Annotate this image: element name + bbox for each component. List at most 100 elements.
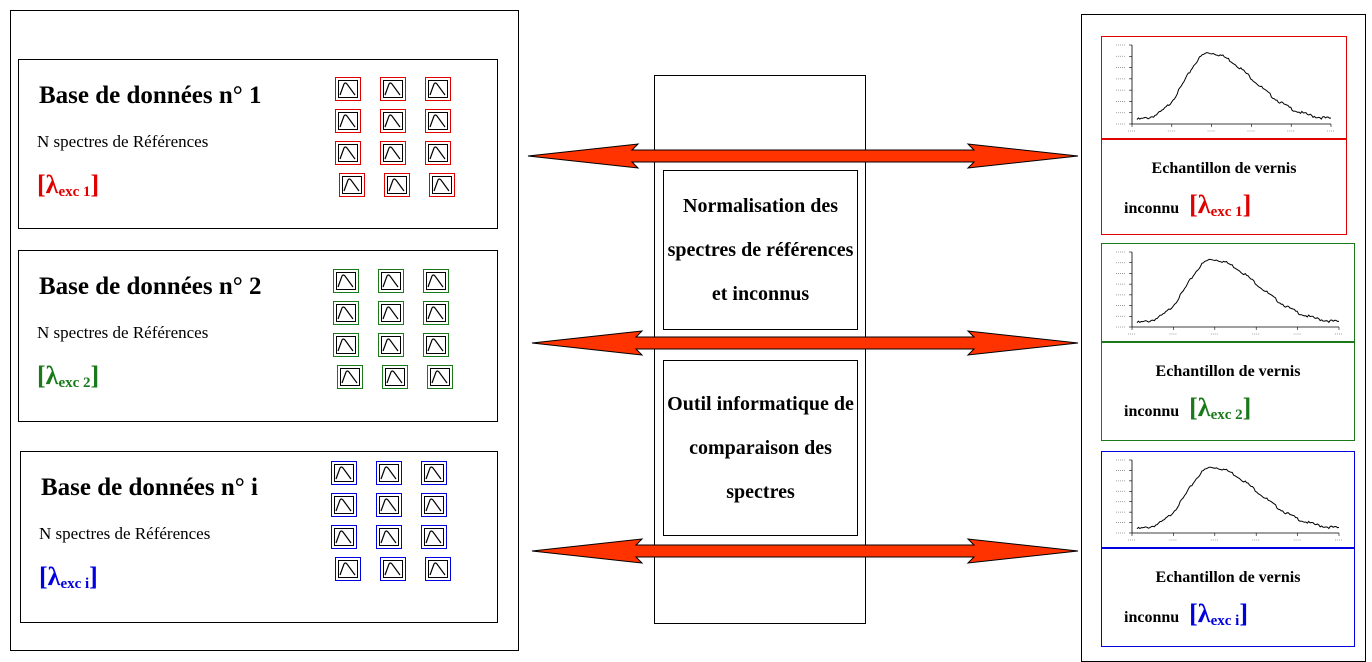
mini-spectrum-icon bbox=[380, 498, 397, 512]
mini-spectrum-icon bbox=[431, 370, 448, 384]
sample-box-i: Echantillon de vernis inconnu[λexc i] bbox=[1101, 548, 1355, 647]
sample-spectrum-chart-i bbox=[1101, 451, 1355, 548]
spectrum-thumbnail bbox=[331, 493, 357, 517]
mini-spectrum-icon bbox=[433, 178, 450, 192]
spectrum-plot bbox=[1116, 44, 1335, 132]
sample-unknown-label: inconnu[λexc 1] bbox=[1124, 190, 1252, 220]
spectrum-thumbnail bbox=[380, 109, 406, 133]
mini-spectrum-icon bbox=[427, 274, 444, 288]
spectrum-thumbnail bbox=[337, 365, 363, 389]
database-box-2: Base de données n° 2 N spectres de Référ… bbox=[18, 250, 498, 422]
lambda-label: [λexc 2] bbox=[37, 361, 100, 391]
spectrum-plot bbox=[1116, 251, 1343, 335]
mini-spectrum-icon bbox=[337, 274, 354, 288]
mini-spectrum-icon bbox=[427, 306, 444, 320]
database-subtitle: N spectres de Références bbox=[39, 524, 211, 543]
sample-label: Echantillon de vernis bbox=[1155, 569, 1301, 586]
spectrum-thumbnail bbox=[378, 269, 404, 293]
mini-spectrum-icon bbox=[384, 114, 401, 128]
spectrum-thumbnail bbox=[335, 557, 361, 581]
spectrum-thumbnail bbox=[339, 173, 365, 197]
mini-spectrum-icon bbox=[427, 338, 444, 352]
spectra-thumbnail-grid bbox=[333, 269, 463, 399]
mini-spectrum-icon bbox=[339, 562, 356, 576]
mini-spectrum-icon bbox=[429, 146, 446, 160]
sample-label: Echantillon de vernis bbox=[1155, 363, 1301, 380]
spectrum-thumbnail bbox=[331, 461, 357, 485]
spectrum-thumbnail bbox=[376, 525, 402, 549]
spectrum-thumbnail bbox=[421, 493, 447, 517]
spectrum-thumbnail bbox=[425, 109, 451, 133]
lambda-label: [λexc 2] bbox=[1189, 393, 1252, 423]
spectrum-thumbnail bbox=[423, 333, 449, 357]
mini-spectrum-icon bbox=[339, 146, 356, 160]
spectrum-thumbnail bbox=[378, 333, 404, 357]
mini-spectrum-icon bbox=[339, 114, 356, 128]
mini-spectrum-icon bbox=[429, 114, 446, 128]
spectrum-curve bbox=[1136, 466, 1340, 530]
normalisation-line2: spectres de références bbox=[667, 239, 854, 261]
mini-spectrum-icon bbox=[337, 306, 354, 320]
spectrum-thumbnail bbox=[425, 141, 451, 165]
mini-spectrum-icon bbox=[380, 466, 397, 480]
mini-spectrum-icon bbox=[335, 498, 352, 512]
mini-spectrum-icon bbox=[337, 338, 354, 352]
database-title: Base de données n° 2 bbox=[39, 273, 262, 300]
mini-spectrum-icon bbox=[425, 498, 442, 512]
normalisation-box: Normalisation des spectres de références… bbox=[663, 170, 858, 330]
spectrum-thumbnail bbox=[331, 525, 357, 549]
spectrum-thumbnail bbox=[425, 557, 451, 581]
mini-spectrum-icon bbox=[386, 370, 403, 384]
database-subtitle: N spectres de Références bbox=[37, 132, 209, 151]
left-frame bbox=[10, 10, 519, 651]
mini-spectrum-icon bbox=[335, 530, 352, 544]
mini-spectrum-icon bbox=[341, 370, 358, 384]
mini-spectrum-icon bbox=[384, 562, 401, 576]
mini-spectrum-icon bbox=[380, 530, 397, 544]
mini-spectrum-icon bbox=[382, 338, 399, 352]
normalisation-line1: Normalisation des bbox=[683, 195, 838, 217]
sample-spectrum-chart-1 bbox=[1101, 36, 1347, 139]
spectrum-thumbnail bbox=[423, 301, 449, 325]
spectrum-thumbnail bbox=[429, 173, 455, 197]
mini-spectrum-icon bbox=[425, 530, 442, 544]
spectrum-thumbnail bbox=[427, 365, 453, 389]
lambda-label: [λexc i] bbox=[1189, 599, 1248, 629]
mini-spectrum-icon bbox=[388, 178, 405, 192]
spectrum-thumbnail bbox=[333, 269, 359, 293]
spectrum-thumbnail bbox=[382, 365, 408, 389]
lambda-label: [λexc 1] bbox=[37, 170, 100, 200]
mini-spectrum-icon bbox=[425, 466, 442, 480]
spectrum-thumbnail bbox=[421, 525, 447, 549]
database-subtitle: N spectres de Références bbox=[37, 323, 209, 342]
spectrum-thumbnail bbox=[376, 493, 402, 517]
spectrum-thumbnail bbox=[380, 77, 406, 101]
sample-unknown-label: inconnu[λexc 2] bbox=[1124, 393, 1252, 423]
comparison-line1: Outil informatique de bbox=[667, 393, 854, 415]
database-box-i: Base de données n° i N spectres de Référ… bbox=[20, 451, 498, 623]
spectrum-thumbnail bbox=[335, 77, 361, 101]
mini-spectrum-icon bbox=[343, 178, 360, 192]
spectrum-thumbnail bbox=[376, 461, 402, 485]
normalisation-line3: et inconnus bbox=[711, 283, 810, 305]
mini-spectrum-icon bbox=[339, 82, 356, 96]
mini-spectrum-icon bbox=[335, 466, 352, 480]
mini-spectrum-icon bbox=[382, 274, 399, 288]
spectra-thumbnail-grid bbox=[331, 461, 461, 591]
lambda-label: [λexc 1] bbox=[1189, 190, 1252, 220]
spectrum-thumbnail bbox=[421, 461, 447, 485]
spectrum-thumbnail bbox=[335, 109, 361, 133]
comparison-tool-box: Outil informatique de comparaison des sp… bbox=[663, 360, 858, 536]
mini-spectrum-icon bbox=[429, 562, 446, 576]
sample-spectrum-chart-2 bbox=[1101, 243, 1355, 342]
spectrum-thumbnail bbox=[425, 77, 451, 101]
spectrum-thumbnail bbox=[380, 557, 406, 581]
lambda-label: [λexc i] bbox=[39, 562, 98, 592]
database-title: Base de données n° 1 bbox=[39, 82, 262, 109]
spectra-thumbnail-grid bbox=[335, 77, 465, 207]
comparison-line2: comparaison des bbox=[689, 437, 832, 459]
mini-spectrum-icon bbox=[382, 306, 399, 320]
spectrum-curve bbox=[1136, 52, 1332, 120]
spectrum-curve bbox=[1136, 258, 1340, 324]
